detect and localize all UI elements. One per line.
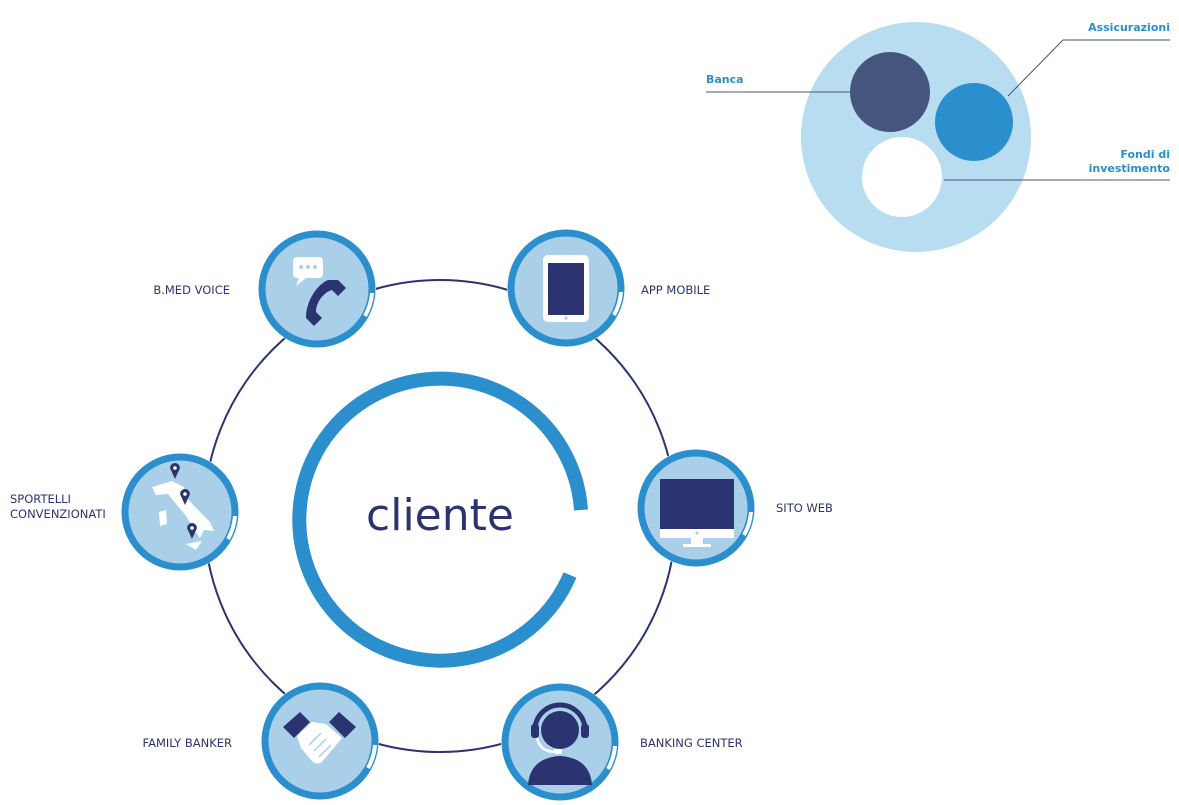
channel-app-mobile[interactable]: APP MOBILE: [507, 229, 710, 347]
legend-fondi-circle: [862, 137, 942, 217]
channel-bmed-voice[interactable]: B.MED VOICE: [153, 230, 376, 348]
legend-assicurazioni-circle: [935, 83, 1013, 161]
center-ring-arc: [292, 371, 588, 668]
tablet-icon: [543, 255, 589, 322]
channel-family-banker-label: FAMILY BANKER: [143, 736, 232, 750]
handshake-icon: [283, 712, 356, 764]
channel-app-mobile-label: APP MOBILE: [641, 283, 710, 297]
channel-sportelli-label-2: CONVENZIONATI: [10, 507, 106, 521]
center-label: cliente: [366, 490, 514, 541]
channel-banking-center[interactable]: BANKING CENTER: [501, 683, 743, 801]
legend: Banca Assicurazioni Fondi di investiment…: [706, 21, 1170, 252]
channel-sportelli-convenzionati[interactable]: SPORTELLI CONVENZIONATI: [10, 453, 239, 571]
italy-map-icon: [152, 463, 214, 550]
legend-assicurazioni-line: [1007, 39, 1064, 97]
monitor-icon: [660, 479, 734, 547]
legend-fondi-label-1: Fondi di: [1120, 148, 1170, 161]
legend-fondi-label-2: investimento: [1089, 162, 1171, 175]
channel-bmed-voice-label: B.MED VOICE: [153, 283, 230, 297]
legend-assicurazioni-label: Assicurazioni: [1088, 21, 1170, 34]
channel-family-banker[interactable]: FAMILY BANKER: [143, 682, 379, 800]
legend-banca-circle: [850, 52, 930, 132]
legend-banca-label: Banca: [706, 73, 744, 86]
channel-sportelli-label-1: SPORTELLI: [10, 492, 71, 506]
center-node: cliente: [292, 371, 588, 668]
headset-operator-icon: [528, 702, 592, 785]
phone-chat-icon: [293, 257, 346, 326]
channel-sito-web[interactable]: SITO WEB: [637, 449, 833, 567]
channel-banking-center-label: BANKING CENTER: [640, 736, 743, 750]
channel-sito-web-label: SITO WEB: [776, 501, 833, 515]
